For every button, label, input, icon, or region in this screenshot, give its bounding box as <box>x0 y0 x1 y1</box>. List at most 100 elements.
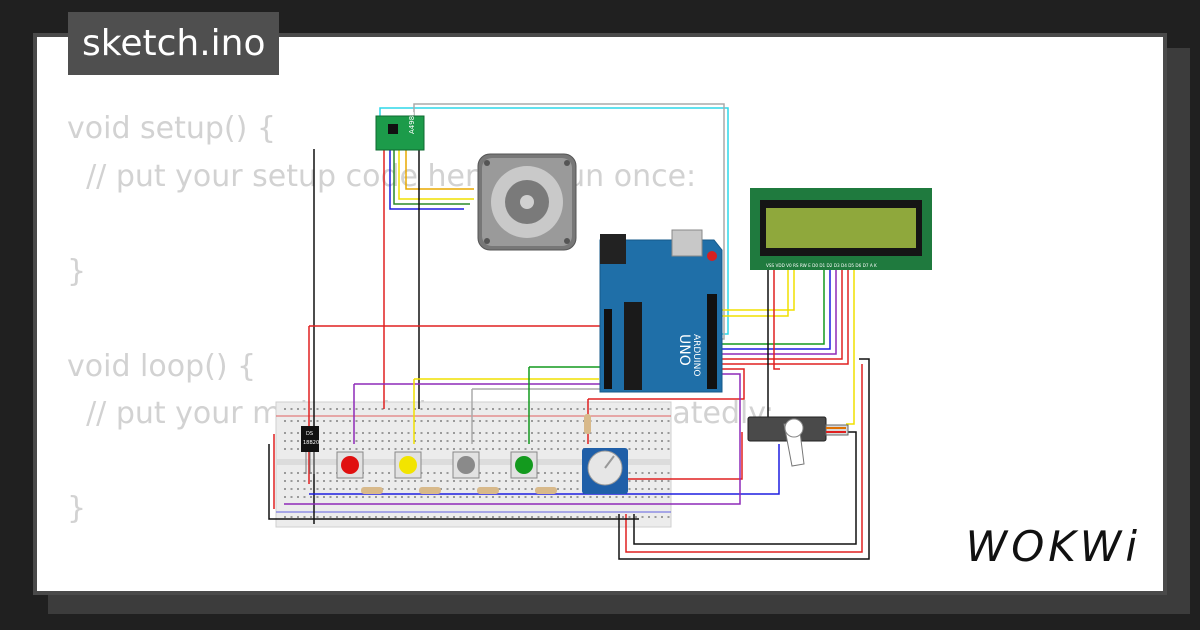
breadboard-hole <box>329 488 332 490</box>
breadboard-hole <box>596 496 598 498</box>
breadboard-hole <box>524 420 527 422</box>
breadboard-hole <box>329 448 332 450</box>
breadboard-hole <box>492 440 494 442</box>
breadboard-hole <box>654 440 657 442</box>
breadboard-hole <box>407 432 410 434</box>
breadboard-hole <box>342 480 345 482</box>
breadboard-hole <box>394 440 397 442</box>
breadboard-hole <box>492 472 494 474</box>
breadboard-hole <box>440 472 442 474</box>
breadboard-hole <box>446 516 449 518</box>
breadboard-hole <box>602 432 605 434</box>
breadboard-hole <box>661 420 663 422</box>
breadboard-hole <box>661 472 663 474</box>
breadboard-hole <box>394 432 397 434</box>
breadboard-hole <box>602 496 605 498</box>
lcd-pin-labels: VSS VDD V0 RS RW E D0 D1 D2 D3 D4 D5 D6 … <box>766 263 877 268</box>
breadboard-hole <box>284 448 286 450</box>
breadboard-hole <box>420 432 423 434</box>
breadboard-hole <box>284 496 286 498</box>
breadboard-hole <box>388 448 390 450</box>
breadboard-hole <box>336 420 338 422</box>
breadboard-hole <box>628 516 631 518</box>
breadboard-hole <box>576 408 579 410</box>
breadboard-hole <box>349 440 351 442</box>
breadboard-hole <box>511 408 514 410</box>
breadboard-hole <box>297 480 299 482</box>
breadboard-hole <box>349 448 351 450</box>
breadboard-hole <box>297 432 299 434</box>
breadboard-hole <box>472 440 475 442</box>
breadboard-hole <box>303 496 306 498</box>
breadboard-hole <box>544 432 546 434</box>
breadboard-hole <box>485 448 488 450</box>
breadboard-hole <box>394 488 397 490</box>
breadboard-hole <box>433 496 436 498</box>
breadboard-hole <box>537 432 540 434</box>
breadboard-hole <box>284 488 286 490</box>
breadboard-hole <box>368 420 371 422</box>
breadboard-hole <box>498 420 501 422</box>
breadboard-hole <box>661 480 663 482</box>
breadboard-hole <box>550 448 553 450</box>
breadboard-hole <box>661 448 663 450</box>
breadboard-hole <box>576 516 579 518</box>
breadboard-hole <box>518 496 520 498</box>
file-tab[interactable]: sketch.ino <box>68 12 280 75</box>
breadboard-hole <box>310 516 312 518</box>
breadboard-hole <box>622 440 624 442</box>
breadboard-hole <box>628 440 631 442</box>
breadboard-hole <box>342 408 345 410</box>
breadboard-hole <box>368 516 371 518</box>
breadboard-hole <box>349 480 351 482</box>
breadboard-hole <box>635 516 637 518</box>
breadboard-hole <box>414 496 416 498</box>
breadboard-hole <box>355 408 358 410</box>
breadboard-hole <box>563 516 566 518</box>
breadboard-hole <box>615 432 618 434</box>
breadboard-hole <box>492 496 494 498</box>
breadboard-hole <box>492 480 494 482</box>
breadboard-hole <box>420 480 423 482</box>
breadboard-hole <box>537 420 540 422</box>
breadboard-hole <box>355 516 358 518</box>
breadboard-hole <box>407 480 410 482</box>
breadboard-hole <box>654 408 657 410</box>
breadboard-hole <box>414 488 416 490</box>
breadboard-hole <box>602 516 605 518</box>
breadboard-hole <box>635 488 637 490</box>
breadboard-hole <box>316 420 319 422</box>
breadboard-hole <box>368 480 371 482</box>
breadboard-hole <box>576 440 579 442</box>
breadboard-hole <box>518 440 520 442</box>
breadboard-hole <box>511 496 514 498</box>
breadboard-hole <box>531 496 533 498</box>
breadboard-hole <box>433 472 436 474</box>
breadboard-hole <box>355 488 358 490</box>
breadboard-hole <box>557 448 559 450</box>
breadboard-hole <box>505 440 507 442</box>
breadboard-hole <box>297 516 299 518</box>
breadboard-hole <box>524 440 527 442</box>
breadboard-hole <box>342 432 345 434</box>
breadboard-hole <box>323 432 325 434</box>
breadboard-hole <box>297 488 299 490</box>
breadboard-hole <box>427 516 429 518</box>
pushbutton-yellow <box>394 451 422 479</box>
breadboard-hole <box>648 432 650 434</box>
breadboard-hole <box>654 488 657 490</box>
breadboard-holes <box>284 408 670 518</box>
breadboard-hole <box>596 420 598 422</box>
breadboard-hole <box>667 432 670 434</box>
breadboard-hole <box>297 408 299 410</box>
arduino-model-label: UNO <box>676 334 692 366</box>
breadboard-hole <box>466 440 468 442</box>
breadboard-hole <box>453 488 455 490</box>
breadboard-hole <box>401 440 403 442</box>
breadboard-hole <box>329 408 332 410</box>
breadboard-hole <box>615 440 618 442</box>
breadboard-hole <box>544 408 546 410</box>
breadboard-hole <box>557 480 559 482</box>
breadboard-hole <box>589 496 592 498</box>
breadboard-hole <box>479 480 481 482</box>
